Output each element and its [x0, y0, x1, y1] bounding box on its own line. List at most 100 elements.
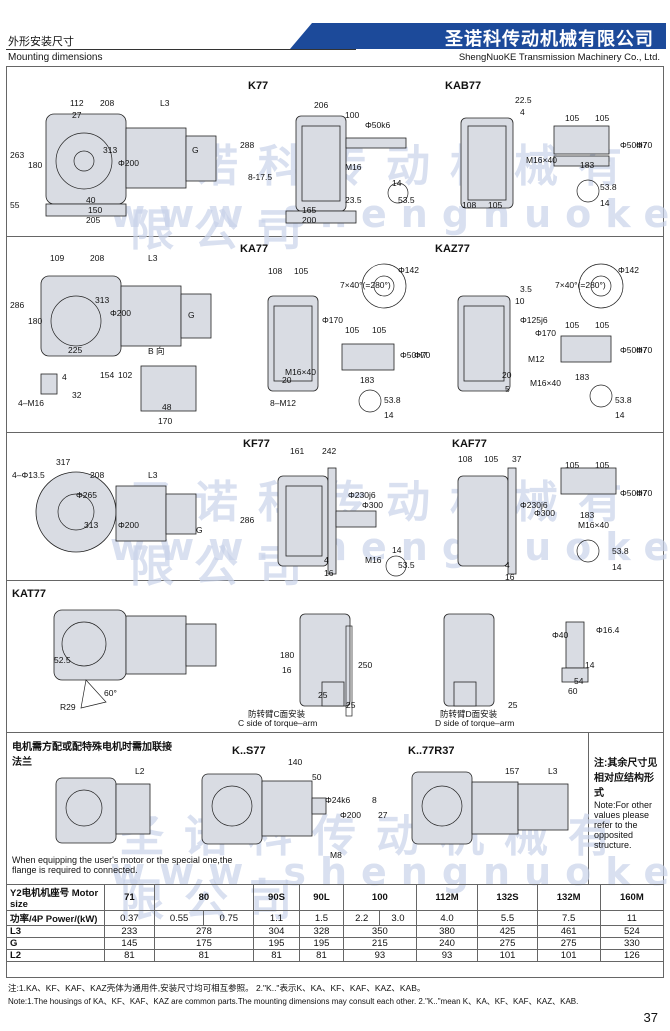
- dim: 48: [162, 402, 172, 412]
- label-kf77: KF77: [243, 438, 270, 450]
- dim: 183: [580, 160, 595, 170]
- dim: 105: [595, 460, 610, 470]
- dim: 52.5: [54, 655, 71, 665]
- dim: 105: [488, 200, 503, 210]
- dim: Φ200: [340, 810, 361, 820]
- dim: 105: [565, 320, 580, 330]
- table-row: G 145 175 195 195 215 240 275 275 330: [6, 937, 665, 950]
- table-cell: 350: [343, 925, 417, 938]
- table-header: L3: [6, 925, 105, 938]
- dim: M16×40: [578, 520, 609, 530]
- dim: 25: [318, 690, 328, 700]
- dim: 14: [615, 410, 625, 420]
- table-cell: 101: [477, 949, 538, 962]
- dim: 183: [580, 510, 595, 520]
- dim: 105: [372, 325, 387, 335]
- dim: Φ200: [118, 520, 139, 530]
- dim: 22.5: [515, 95, 532, 105]
- table-cell: 80: [153, 884, 255, 911]
- table-cell: 425: [477, 925, 538, 938]
- dim: 25: [346, 700, 356, 710]
- k77-side-view: [45, 113, 217, 217]
- dim: 4: [505, 560, 510, 570]
- dim: 317: [56, 457, 71, 467]
- table-cell: 2.2: [343, 910, 381, 926]
- dim: 40: [86, 195, 96, 205]
- kab77-view: [460, 117, 610, 209]
- dim: 105: [595, 113, 610, 123]
- dim: 53.5: [398, 195, 415, 205]
- dim: Φ230j6: [520, 500, 548, 510]
- dim: 53.8: [615, 395, 632, 405]
- dim: 32: [72, 390, 82, 400]
- drawing-frame: [6, 66, 664, 978]
- dim: Φ40: [552, 630, 569, 640]
- section-divider: [6, 432, 664, 433]
- table-cell: 160M: [599, 884, 665, 911]
- table-cell: 90L: [298, 884, 345, 911]
- dim: 208: [90, 253, 105, 263]
- dim: 55: [10, 200, 20, 210]
- table-cell: 132M: [536, 884, 601, 911]
- table-cell: 328: [298, 925, 345, 938]
- dim: 157: [505, 766, 520, 776]
- dim: 16: [282, 665, 292, 675]
- table-cell: 5.5: [477, 910, 538, 926]
- dim: 4–Φ13.5: [12, 470, 45, 480]
- dim: 8: [372, 795, 377, 805]
- dim: Φ50H7: [620, 140, 648, 150]
- dim: Φ70: [636, 345, 653, 355]
- dim: G: [188, 310, 195, 320]
- dim: Φ50k6: [365, 120, 391, 130]
- dim: 150: [88, 205, 103, 215]
- dim: 180: [280, 650, 295, 660]
- dim: 112: [70, 98, 84, 108]
- dim: Φ170: [535, 328, 556, 338]
- dim: Φ50H7: [620, 488, 648, 498]
- dim: 154: [100, 370, 115, 380]
- dim: 225: [68, 345, 83, 355]
- dim: 286: [240, 515, 255, 525]
- dim: 100: [345, 110, 360, 120]
- table-cell: 81: [253, 949, 300, 962]
- table-cell: 195: [253, 937, 300, 950]
- label-ks77: K..S77: [232, 745, 266, 757]
- dim: M16×40: [285, 367, 316, 377]
- dim: 8-17.5: [248, 172, 273, 182]
- label-kaz77: KAZ77: [435, 243, 470, 255]
- dim: 53.8: [612, 546, 629, 556]
- table-row: 功率/4P Power/(kW) 0.37 0.55 0.75 1.1 1.5 …: [6, 910, 665, 926]
- dim: Φ200: [118, 158, 139, 168]
- table-cell: 81: [298, 949, 345, 962]
- dim: 108: [268, 266, 283, 276]
- dim: 183: [575, 372, 590, 382]
- dim: 53.8: [600, 182, 617, 192]
- footer-note-cn: 注:1.KA、KF、KAF、KAZ壳体为通用件,安装尺寸均可相互参照。 2."K…: [8, 983, 426, 993]
- dim: 102: [118, 370, 133, 380]
- dim: 108: [462, 200, 477, 210]
- table-cell: 175: [153, 937, 255, 950]
- dim: 7×40°(=280°): [340, 280, 391, 290]
- dim: 60: [568, 686, 578, 696]
- dim: 250: [358, 660, 373, 670]
- dim: 161: [290, 446, 305, 456]
- table-cell: 330: [599, 937, 665, 950]
- dim: 263: [10, 150, 25, 160]
- dim: M16×40: [530, 378, 561, 388]
- dim: 108: [458, 454, 473, 464]
- dim: 208: [90, 470, 105, 480]
- table-header: Y2电机机座号 Motor size: [6, 884, 105, 911]
- table-cell: 81: [153, 949, 255, 962]
- dim: R29: [60, 702, 76, 712]
- table-cell: 126: [599, 949, 665, 962]
- note-other-dims-en: Note:For other values please refer to th…: [594, 800, 653, 850]
- dim: L3: [148, 470, 158, 480]
- section-title-cn: 外形安装尺寸: [8, 36, 74, 48]
- dim: 105: [565, 113, 580, 123]
- dim: G: [196, 525, 203, 535]
- label-b-view: B 向: [148, 346, 165, 356]
- kat77-d-side: [443, 613, 495, 707]
- table-header: 功率/4P Power/(kW): [6, 910, 105, 926]
- dim: 208: [100, 98, 115, 108]
- dim: 165: [302, 205, 317, 215]
